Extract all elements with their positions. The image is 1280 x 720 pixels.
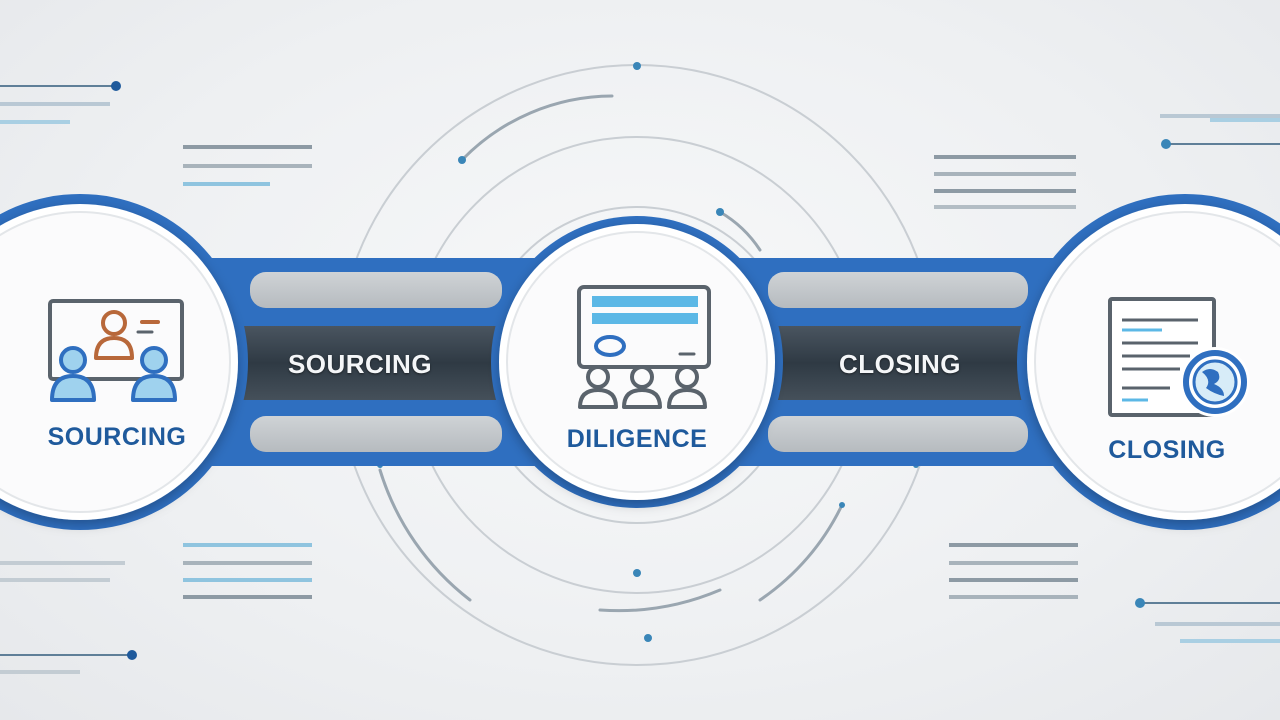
stage-circle-inner bbox=[506, 231, 768, 493]
orbit-dot bbox=[458, 156, 466, 164]
orbit-dot bbox=[644, 634, 652, 642]
stage-label-sourcing: SOURCING bbox=[47, 423, 187, 451]
pointer-dot bbox=[111, 81, 121, 91]
orbit-dot bbox=[633, 62, 641, 70]
gray-pill bbox=[250, 272, 502, 308]
orbit-arc bbox=[758, 503, 844, 602]
connector-label-sourcing: SOURCING bbox=[287, 349, 433, 379]
dark-connector bbox=[740, 326, 1060, 400]
orbit-arc bbox=[718, 210, 762, 252]
stage-label-diligence: DILIGENCE bbox=[566, 425, 708, 453]
pointer-dot bbox=[1161, 139, 1171, 149]
gray-pill bbox=[768, 272, 1028, 308]
orbit-dot bbox=[633, 569, 641, 577]
orbit-arc bbox=[460, 94, 614, 162]
gray-pill bbox=[768, 416, 1028, 452]
gray-pill bbox=[250, 416, 502, 452]
orbit-dot bbox=[716, 208, 724, 216]
stage-circle-inner bbox=[0, 211, 231, 513]
pointer-dot bbox=[127, 650, 137, 660]
orbit-arc bbox=[378, 468, 472, 602]
orbit-dot bbox=[839, 502, 845, 508]
pointer-dot bbox=[1135, 598, 1145, 608]
connector-label-closing: CLOSING bbox=[839, 349, 961, 379]
stage-label-closing: CLOSING bbox=[1108, 436, 1226, 464]
orbit-arc bbox=[598, 588, 722, 613]
dark-connector bbox=[215, 326, 535, 400]
